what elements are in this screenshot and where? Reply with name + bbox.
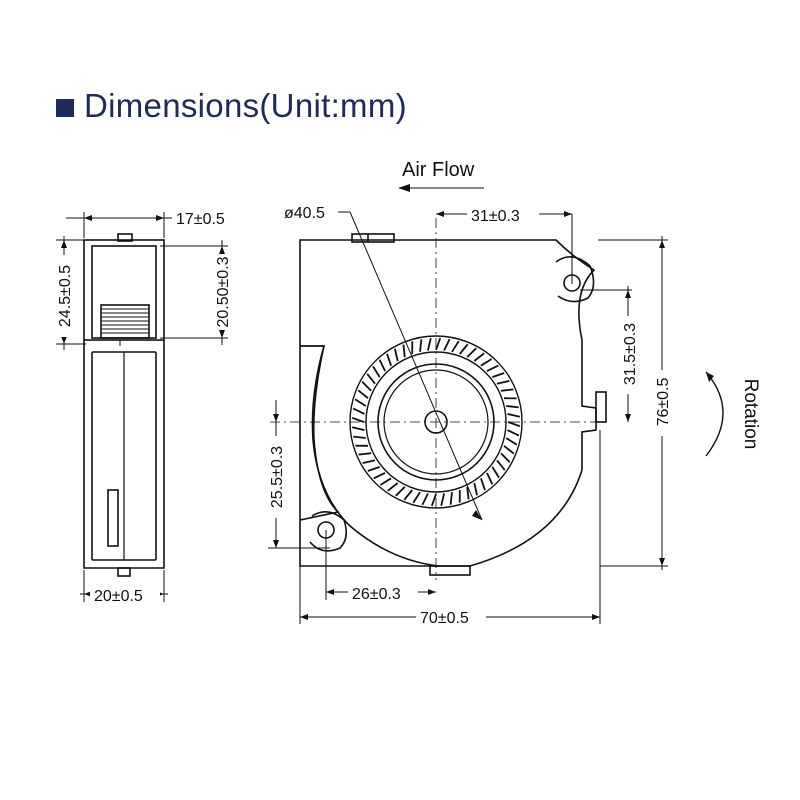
impeller-blade [435,337,442,351]
impeller-blade [358,452,372,456]
impeller-blade [480,358,493,367]
air-flow-label: Air Flow [402,159,475,181]
impeller-blade [459,343,469,355]
impeller-blade [480,478,486,491]
impeller-blade [473,482,478,496]
impeller-blade [449,492,453,505]
side-view-clip [107,489,119,547]
impeller-blade [373,472,386,480]
impeller-blade [440,493,445,507]
impeller-blade [507,429,520,437]
impeller-blade [351,416,365,423]
impeller-blade [395,486,406,497]
impeller-blade [491,466,500,479]
impeller-blade [351,426,365,431]
dim-side-outlet-height: 20.50±0.3 [215,256,232,327]
rotation-label: Rotation [740,379,761,450]
title-bullet-icon [56,99,74,117]
impeller-blade [354,398,367,407]
impeller-blade [505,437,518,446]
impeller-blade [466,486,470,500]
front-side-tab [595,391,607,423]
side-view-upper-body [83,239,165,341]
page-title: Dimensions(Unit:mm) [56,84,407,128]
impeller-blade [379,477,392,486]
impeller-blade [500,388,514,392]
impeller-blade [394,348,399,362]
impeller-blade [507,413,521,418]
impeller-blade [419,339,423,352]
impeller-blade [466,347,477,358]
dim-diameter: ø40.5 [284,205,325,222]
impeller-blade [366,373,376,385]
front-bottom-tab [429,565,471,576]
impeller-blade [443,338,451,351]
side-view [83,233,165,577]
dim-hole-offset-x-bottom: 26±0.3 [352,586,401,603]
impeller-blade [387,482,399,492]
impeller-blade [403,489,413,501]
dim-hole-offset-y-top: 31.5±0.3 [622,323,639,385]
front-top-tab [351,233,395,243]
impeller-blade [496,380,510,385]
dim-side-top-width: 17±0.5 [176,211,225,228]
impeller-blade [507,421,521,428]
impeller-blade [362,459,376,464]
impeller-blade [430,493,437,507]
impeller-blade [500,452,511,463]
impeller-blade [353,435,366,439]
impeller-blade [486,472,494,485]
rotation-arrow [705,371,724,457]
impeller-blade [492,372,505,378]
impeller-blade [451,340,460,353]
front-view [299,233,607,576]
dim-side-bottom-width: 20±0.5 [94,588,143,605]
impeller-blade [372,365,381,378]
impeller-blade [367,466,380,472]
impeller-blade [412,491,421,504]
impeller-blade [357,389,369,399]
dim-front-height: 76±0.5 [655,377,672,426]
dim-front-width: 70±0.5 [420,610,469,627]
side-view-bottom-tab [117,567,131,577]
title-text: Dimensions(Unit:mm) [84,87,407,124]
impeller-blade [503,445,515,455]
impeller-blade [421,493,429,506]
dim-hole-offset-y-bottom: 25.5±0.3 [269,446,286,508]
impeller-blade [427,337,432,351]
impeller-blade [506,405,519,409]
dim-hole-offset-x-top: 31±0.3 [471,208,520,225]
impeller-blade [386,353,392,366]
dim-side-height: 24.5±0.5 [57,265,74,327]
impeller-blade [486,364,499,372]
impeller-blade [496,459,506,471]
impeller-blade [352,407,365,415]
side-view-top-tab [117,233,133,242]
impeller-blade [402,344,406,358]
blower-housing [299,239,597,567]
impeller-blade [473,352,485,362]
impeller-blade [361,381,372,392]
impeller-blade [378,359,386,372]
